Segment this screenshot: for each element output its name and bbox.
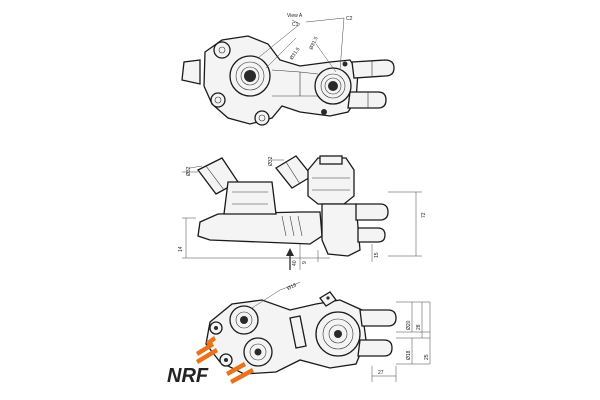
nrf-logo: NRF: [167, 336, 254, 387]
dim-diameter-side-2: Ø32: [268, 156, 274, 166]
dim-height-9: 9: [302, 261, 308, 264]
dim-width-27: 27: [378, 370, 384, 376]
bottom-view: [205, 281, 431, 382]
dim-diameter-top-2: Ø31.5: [308, 36, 319, 51]
callout-c1: C1: [292, 22, 299, 28]
callout-c2: C2: [346, 16, 353, 22]
dim-height-14: 14: [178, 246, 184, 252]
dim-40: 40: [292, 260, 298, 266]
dim-diameter-bottom: Ø18: [286, 282, 297, 292]
side-view: [182, 155, 422, 270]
view-label: View A: [287, 13, 303, 19]
dim-diameter-bottom-2: Ø20: [406, 320, 412, 330]
logo-text: NRF: [167, 365, 209, 387]
dim-width-25: 25: [424, 354, 430, 360]
top-view: [181, 17, 395, 126]
dim-diameter-side-1: Ø32: [186, 166, 192, 176]
dim-diameter-top-1: Ø31.5: [289, 46, 302, 61]
dim-height-72: 72: [421, 212, 427, 218]
dim-width-28: 28: [416, 324, 422, 330]
dim-diameter-bottom-3: Ø18: [406, 350, 412, 360]
dim-height-15: 15: [374, 252, 380, 258]
